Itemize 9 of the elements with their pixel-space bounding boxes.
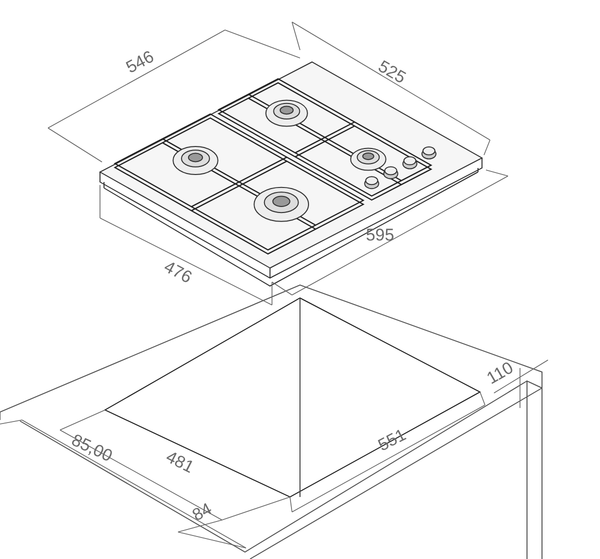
dimension-label: 85,00 — [69, 431, 115, 465]
dimension-label: 525 — [375, 58, 409, 86]
dimension-label: 476 — [161, 258, 195, 286]
dimension-label: 595 — [366, 226, 394, 244]
dimension-label: 546 — [123, 48, 157, 76]
dimension-label: 110 — [484, 358, 516, 388]
dimension-label: 481 — [164, 448, 196, 476]
dimension-label: 551 — [376, 426, 408, 454]
dimension-label: 84 — [190, 500, 214, 524]
